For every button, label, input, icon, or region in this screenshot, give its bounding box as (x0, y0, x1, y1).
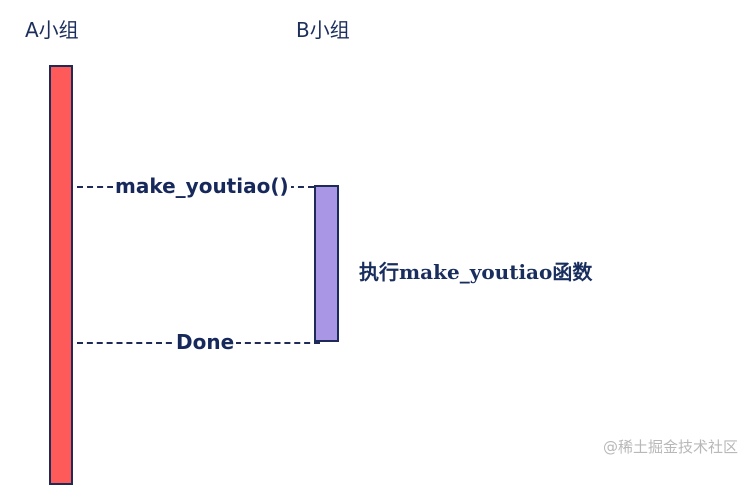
lane-b-title: B小组 (296, 18, 350, 42)
lane-a-title: A小组 (25, 18, 79, 42)
lane-a-activation-bar (49, 65, 73, 485)
lane-b-activation-bar (314, 185, 339, 342)
call-message-label: make_youtiao() (113, 174, 291, 198)
reply-message-label: Done (174, 330, 237, 354)
watermark: @稀土掘金技术社区 (602, 438, 738, 456)
execution-note: 执行make_youtiao函数 (359, 260, 593, 284)
